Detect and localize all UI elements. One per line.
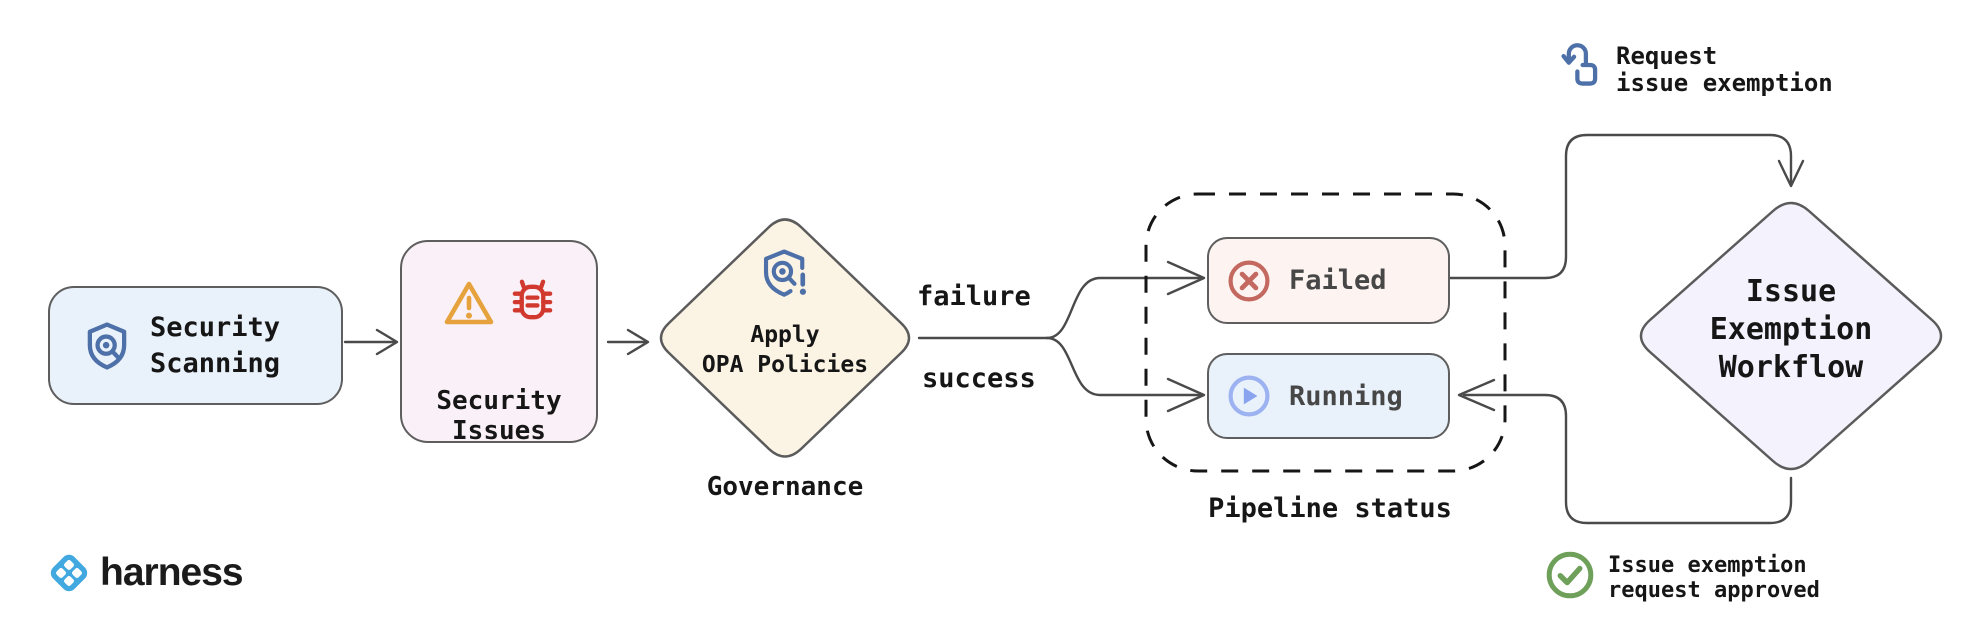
hand-tap-icon [1556, 40, 1602, 90]
security-scanning-line2: Scanning [150, 347, 281, 379]
security-scanning-line1: Security [150, 311, 281, 343]
failure-edge-label: failure [917, 281, 1031, 312]
approved-text: Issue exemption request approved [1608, 549, 1820, 603]
governance-node-content: Apply OPA Policies [665, 246, 905, 380]
harness-brand: harness [46, 550, 244, 596]
shield-search-icon [83, 319, 131, 373]
governance-caption: Governance [706, 472, 864, 502]
shield-policy-alert-icon [760, 246, 810, 302]
circle-x-icon [1226, 258, 1272, 304]
request-exemption-line1: Request [1616, 42, 1718, 70]
issue-exemption-line2: Exemption [1709, 312, 1873, 347]
issue-exemption-label: Issue Exemption Workflow [1666, 273, 1916, 387]
approved-line2: request approved [1608, 578, 1820, 603]
issue-exemption-line3: Workflow [1718, 350, 1864, 385]
apply-opa-line1: Apply [750, 322, 820, 348]
failed-label: Failed [1289, 265, 1387, 296]
issue-exemption-diamond [1639, 201, 1943, 471]
security-scanning-label: Security Scanning [150, 310, 280, 382]
approved-annotation: Issue exemption request approved [1544, 549, 1820, 603]
security-issues-label: Security Issues [436, 386, 561, 446]
success-edge-label: success [922, 363, 1036, 394]
apply-opa-label: Apply OPA Policies [702, 320, 868, 380]
harness-wordmark: harness [100, 551, 244, 594]
bug-icon [509, 277, 556, 328]
edge-exemption-to-running [1457, 378, 1793, 525]
issue-exemption-line1: Issue [1745, 274, 1837, 309]
governance-diamond [659, 218, 911, 458]
edge-failed-to-exemption [1448, 133, 1805, 280]
edge-governance-split [917, 260, 1206, 413]
warning-triangle-icon [443, 279, 495, 327]
security-scanning-node: Security Scanning [48, 286, 343, 405]
edge-scanning-to-issues [343, 328, 399, 356]
request-exemption-annotation: Request issue exemption [1556, 40, 1833, 97]
security-issues-line2: Issues [452, 416, 546, 446]
circle-play-icon [1226, 373, 1272, 419]
security-issues-node: Security Issues [400, 240, 598, 446]
circle-check-icon [1544, 549, 1596, 601]
harness-logo-icon [46, 550, 92, 596]
apply-opa-line2: OPA Policies [701, 352, 869, 378]
request-exemption-line2: issue exemption [1616, 69, 1833, 97]
running-status-node: Running [1207, 353, 1450, 439]
request-exemption-text: Request issue exemption [1616, 40, 1833, 97]
edge-issues-to-governance [606, 328, 650, 356]
approved-line1: Issue exemption [1608, 553, 1807, 578]
security-issues-line1: Security [436, 386, 562, 416]
running-label: Running [1289, 380, 1403, 412]
pipeline-status-group-border [1144, 192, 1507, 473]
pipeline-status-caption: Pipeline status [1208, 493, 1452, 524]
failed-status-node: Failed [1207, 237, 1450, 324]
